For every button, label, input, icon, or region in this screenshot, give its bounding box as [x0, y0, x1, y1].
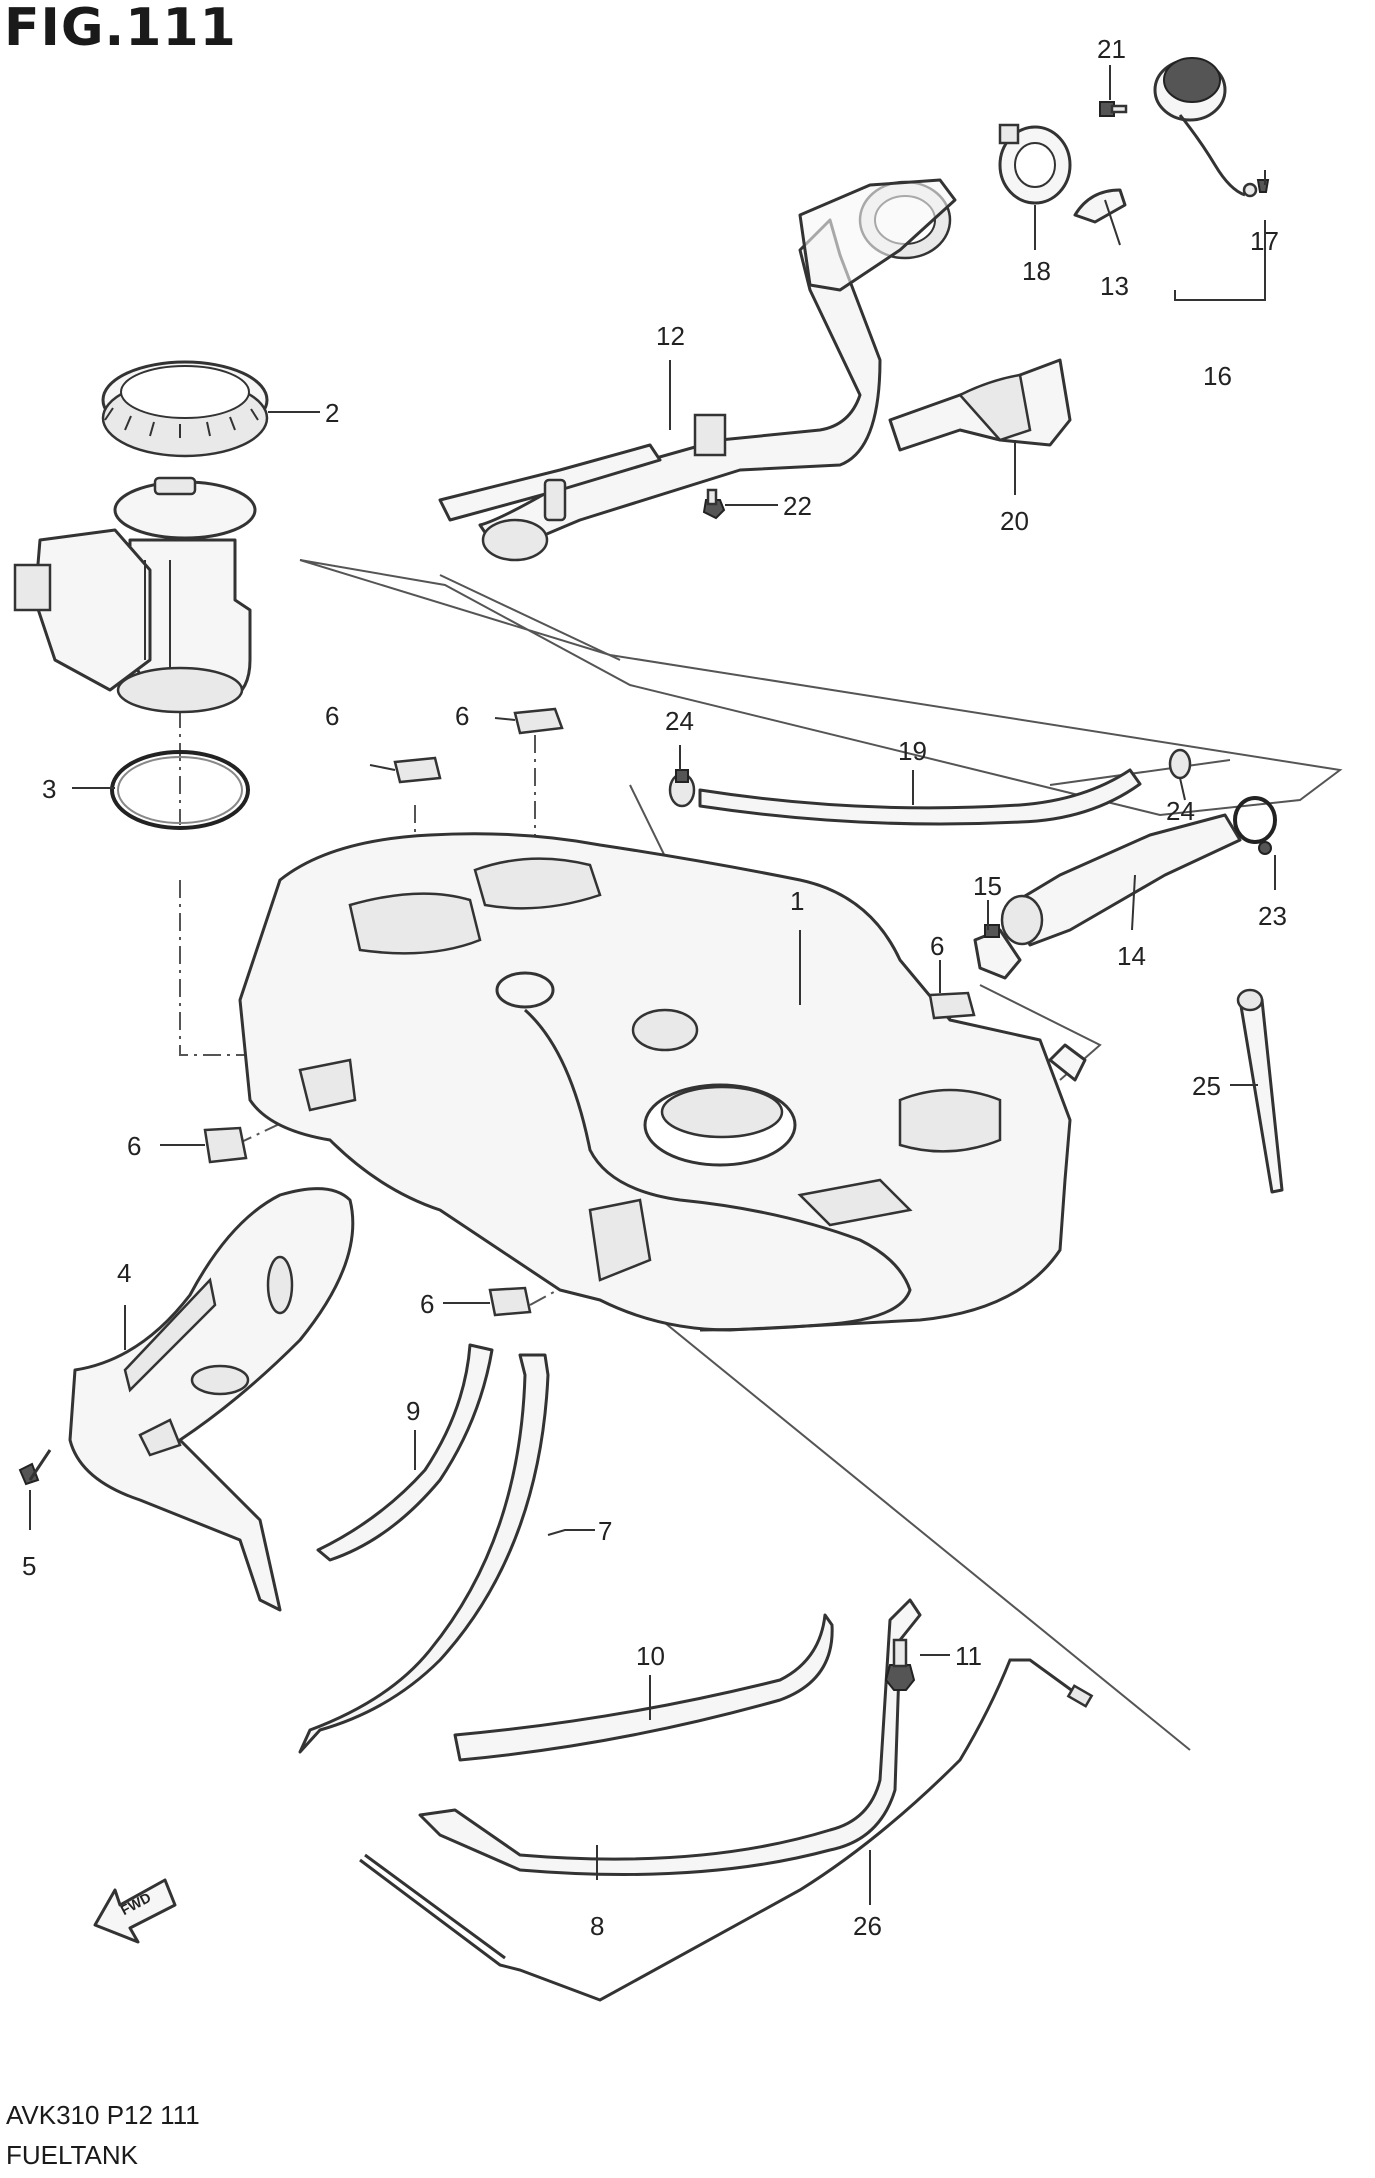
- callout-6e: 6: [930, 931, 944, 961]
- callout-labels: 1 2 3 4 5 6 6 6 6 6 7 8 9 10 11 12 13 14…: [22, 34, 1287, 1941]
- hose-clamp-24b: [1168, 748, 1192, 780]
- callout-6a: 6: [325, 701, 339, 731]
- breather-hose: [698, 768, 1142, 826]
- bolt-22: [702, 488, 726, 520]
- callout-4: 4: [117, 1258, 131, 1288]
- bolt-11: [884, 1638, 916, 1691]
- callout-11: 11: [955, 1641, 982, 1671]
- housing-gasket: [1073, 188, 1127, 224]
- tank-insulator: [68, 1187, 355, 1612]
- callout-10: 10: [636, 1641, 665, 1671]
- callout-16: 16: [1203, 361, 1232, 391]
- fuel-pipe: [359, 1658, 1094, 2002]
- callout-12: 12: [656, 321, 685, 351]
- screw-21: [1099, 101, 1128, 117]
- fuel-filler-neck: [438, 178, 957, 562]
- callout-14: 14: [1117, 941, 1146, 971]
- cushion-pad-b: [513, 707, 564, 735]
- callout-26: 26: [853, 1911, 882, 1941]
- diagram-code: AVK310 P12 111: [6, 2100, 200, 2130]
- callout-18: 18: [1022, 256, 1051, 286]
- cushion-pad-e: [928, 991, 976, 1020]
- callout-3: 3: [42, 774, 56, 804]
- fuel-pump-module: [13, 476, 257, 714]
- fuel-cap: [1153, 57, 1258, 198]
- callout-1: 1: [790, 886, 804, 916]
- callout-5: 5: [22, 1551, 36, 1581]
- tether-clip: [1256, 179, 1270, 193]
- callout-20: 20: [1000, 506, 1029, 536]
- callout-22: 22: [783, 491, 812, 521]
- callout-19: 19: [898, 736, 927, 766]
- check-valve: [973, 924, 1022, 980]
- tank-strap-8: [418, 1598, 922, 1876]
- diagram-name: FUELTANK: [6, 2140, 138, 2170]
- callout-13: 13: [1100, 271, 1129, 301]
- front-direction-arrow-icon: FWD: [93, 1878, 177, 1944]
- callout-24a: 24: [665, 706, 694, 736]
- callout-25: 25: [1192, 1071, 1221, 1101]
- fuel-filler-housing: [998, 123, 1072, 205]
- callout-6d: 6: [420, 1289, 434, 1319]
- tank-strap-7: [298, 1353, 550, 1754]
- callout-23: 23: [1258, 901, 1287, 931]
- cushion-pad-d: [488, 1286, 532, 1317]
- o-ring: [110, 750, 250, 830]
- cushion-pad-c: [203, 1126, 248, 1164]
- callout-21: 21: [1097, 34, 1126, 64]
- clip-5: [18, 1449, 52, 1486]
- callout-15: 15: [973, 871, 1002, 901]
- cushion-pad-a: [393, 756, 442, 784]
- callout-7: 7: [598, 1516, 612, 1546]
- callout-8: 8: [590, 1911, 604, 1941]
- tank-strap-10: [453, 1613, 834, 1762]
- callout-6b: 6: [455, 701, 469, 731]
- filler-neck-protector: [888, 358, 1072, 452]
- hose-clamp-23: [1233, 796, 1277, 855]
- binding-band: [1236, 988, 1284, 1194]
- tank-strap-9: [316, 1343, 494, 1562]
- callout-6c: 6: [127, 1131, 141, 1161]
- callout-2: 2: [325, 398, 339, 428]
- fuel-tank: [238, 832, 1087, 1332]
- figure-title: FIG.111: [4, 0, 237, 58]
- leader-lines: [29, 65, 1276, 1905]
- callout-17: 17: [1250, 226, 1279, 256]
- hose-clamp-24a: [668, 769, 696, 808]
- callout-24b: 24: [1166, 796, 1195, 826]
- callout-9: 9: [406, 1396, 420, 1426]
- filler-hose: [1000, 813, 1242, 947]
- lock-ring: [101, 360, 269, 458]
